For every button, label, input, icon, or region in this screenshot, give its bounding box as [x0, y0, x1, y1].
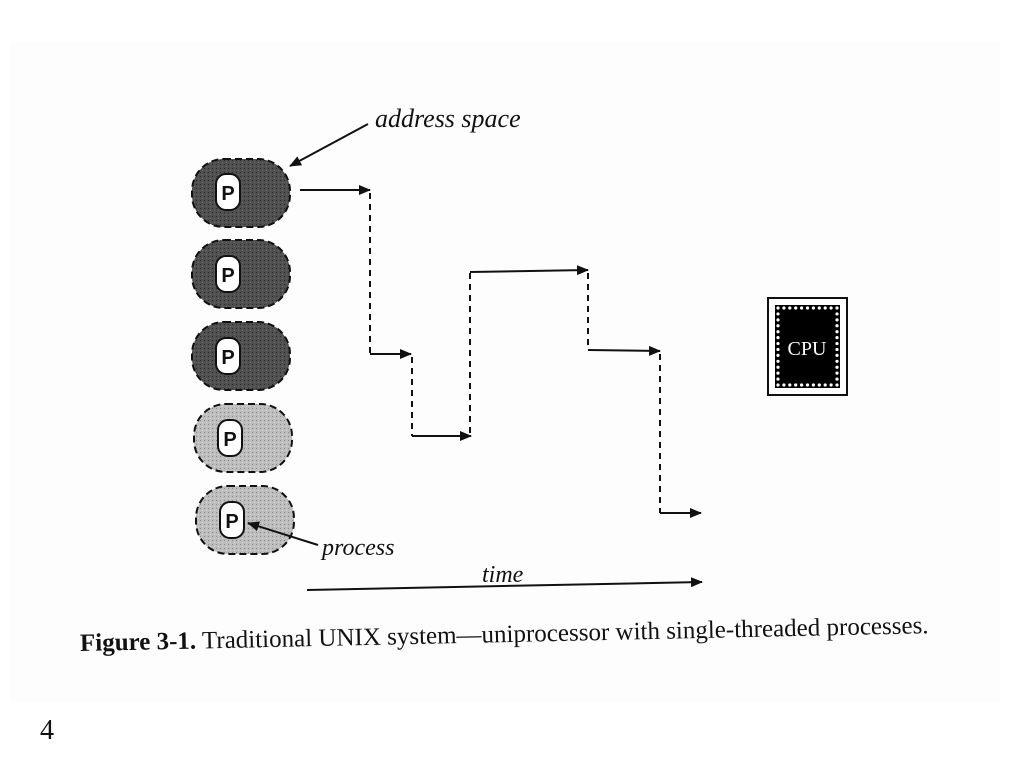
- cpu-pin: [835, 371, 839, 375]
- process-letter: P: [221, 347, 234, 369]
- cpu-pin: [788, 383, 792, 387]
- cpu-pin: [805, 383, 810, 387]
- slide-number: 4: [40, 715, 54, 746]
- cpu-pin: [776, 383, 780, 387]
- address-space-pointer: [289, 123, 369, 167]
- cpu-pin: [800, 383, 804, 387]
- cpu-pin: [835, 312, 839, 316]
- cpu-pin: [776, 330, 780, 334]
- caption-number: Figure 3-1.: [79, 627, 197, 657]
- cpu-pin: [817, 383, 821, 387]
- cpu-pin: [829, 306, 833, 310]
- run-segment: [587, 345, 661, 356]
- cpu-pin: [782, 306, 786, 310]
- cpu-pin: [776, 377, 780, 381]
- cpu-pin: [800, 306, 804, 310]
- run-segment: [469, 265, 589, 276]
- cpu-pin: [805, 306, 810, 310]
- process-address-space: P: [191, 321, 291, 391]
- cpu-pin: [829, 383, 833, 387]
- cpu-pin: [776, 353, 780, 357]
- cpu-pin: [776, 306, 780, 310]
- process-address-space: P: [195, 485, 295, 555]
- cpu-pin: [776, 318, 780, 322]
- cpu-pin: [811, 306, 816, 310]
- process-letter: P: [225, 511, 238, 533]
- process-label: process: [320, 535, 394, 561]
- time-axis-arrow: [306, 577, 703, 591]
- cpu-pin: [776, 336, 780, 340]
- cpu-pin: [835, 318, 839, 322]
- cpu-pin: [835, 365, 839, 369]
- cpu-pin: [776, 371, 780, 375]
- cpu-pin: [776, 347, 780, 352]
- cpu-pin: [776, 312, 780, 316]
- cpu-pin: [823, 383, 827, 387]
- cpu-label: CPU: [788, 338, 827, 360]
- cpu-pin: [835, 324, 839, 328]
- process-letter: P: [221, 265, 234, 287]
- cpu-pin: [835, 330, 839, 334]
- process-address-space: P: [193, 403, 293, 473]
- cpu-pin: [835, 306, 839, 310]
- cpu-pin: [794, 383, 798, 387]
- cpu-pin: [776, 359, 780, 363]
- process-letter: P: [223, 429, 236, 451]
- cpu-pin: [811, 383, 816, 387]
- cpu-pin: [788, 306, 792, 310]
- process-stack: P P P P P: [191, 158, 295, 555]
- cpu-pin: [823, 306, 827, 310]
- cpu-pin: [782, 383, 786, 387]
- process-pointer: [247, 521, 319, 546]
- cpu-chip-icon: CPU: [767, 297, 848, 396]
- cpu-pin: [776, 341, 780, 346]
- cpu-pin: [835, 359, 839, 363]
- address-space-label: address space: [375, 104, 521, 133]
- cpu-pin: [817, 306, 821, 310]
- time-label: time: [482, 562, 524, 588]
- cpu-pin: [776, 365, 780, 369]
- cpu-pin: [835, 341, 839, 346]
- cpu-pin: [835, 347, 839, 352]
- cpu-pin: [835, 383, 839, 387]
- cpu-pin: [794, 306, 798, 310]
- cpu-pin: [835, 377, 839, 381]
- cpu-pin: [835, 353, 839, 357]
- cpu-pin: [835, 336, 839, 340]
- process-letter: P: [221, 183, 234, 205]
- process-address-space: P: [191, 158, 291, 228]
- cpu-pin: [776, 324, 780, 328]
- process-address-space: P: [191, 239, 291, 309]
- execution-timeline: [300, 185, 702, 518]
